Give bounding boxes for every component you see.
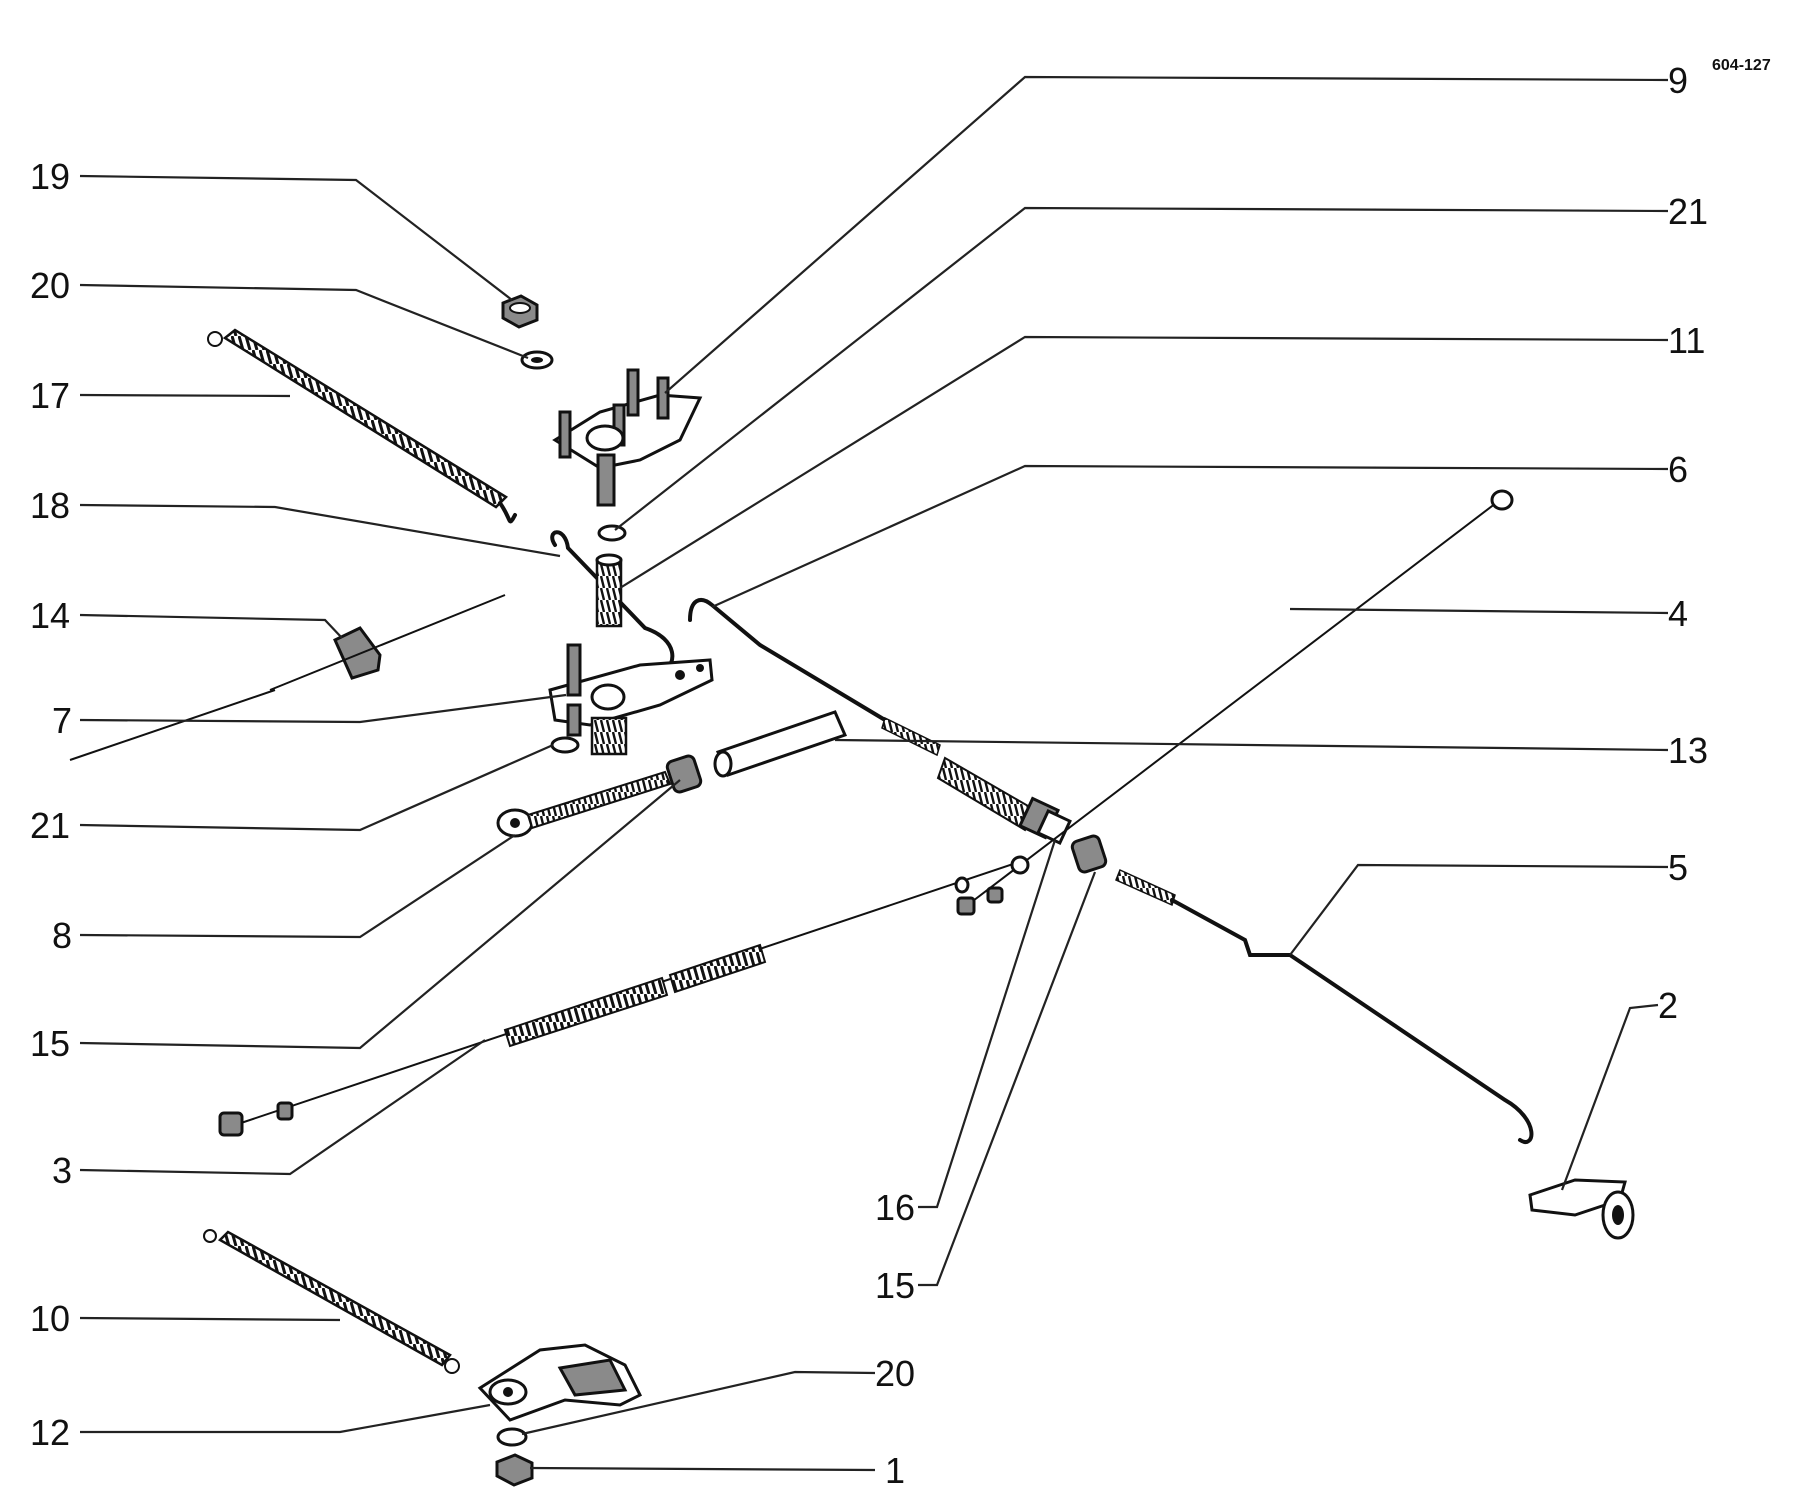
- leader-20-top: [79, 283, 529, 360]
- callout-6: 6: [1668, 449, 1688, 490]
- callout-5: 5: [1668, 847, 1688, 888]
- callout-15-left: 15: [30, 1023, 70, 1064]
- leader-14: [79, 613, 343, 639]
- callout-16: 16: [875, 1187, 915, 1228]
- part-nut-19: [501, 294, 539, 329]
- part-threaded-pin-11: [595, 553, 623, 628]
- callout-11: 11: [1668, 320, 1705, 361]
- callout-15-bottom: 15: [875, 1265, 915, 1306]
- leader-16: [918, 839, 1057, 1209]
- callout-2: 2: [1658, 985, 1678, 1026]
- leader-11: [619, 335, 1669, 589]
- leader-15-left: [79, 779, 681, 1050]
- leader-1: [529, 1466, 876, 1472]
- drawing-reference-code: 604-127: [1712, 57, 1771, 74]
- callout-14: 14: [30, 595, 70, 636]
- leader-5: [1289, 863, 1669, 956]
- callout-17: 17: [30, 375, 70, 416]
- part-rod-6: [688, 598, 1072, 845]
- leader-9: [664, 75, 1669, 394]
- part-cable-3: [218, 855, 1030, 1137]
- leader-21-left: [79, 743, 554, 832]
- callout-4: 4: [1668, 593, 1688, 634]
- leader-13: [834, 738, 1669, 752]
- callout-9: 9: [1668, 60, 1688, 101]
- callout-21-left: 21: [30, 805, 70, 846]
- part-washer-20-top: [520, 350, 554, 370]
- leader-6: [711, 464, 1669, 609]
- leader-21-top: [614, 206, 1669, 531]
- part-hook-rod-18: [550, 530, 675, 672]
- leader-19: [79, 174, 513, 301]
- callout-7: 7: [52, 700, 72, 741]
- leader-20-bottom: [521, 1370, 876, 1436]
- part-lever-bracket-7: [548, 643, 714, 756]
- leader-10: [79, 1316, 341, 1322]
- leader-4: [1289, 607, 1669, 615]
- callout-20-top: 20: [30, 265, 70, 306]
- part-spring-17: [207, 328, 517, 524]
- callout-21-top: 21: [1668, 191, 1708, 232]
- part-clamp-12: [477, 1343, 643, 1422]
- callout-10: 10: [30, 1298, 70, 1339]
- leader-18: [79, 503, 561, 558]
- part-cable-4: [956, 489, 1514, 916]
- callout-3: 3: [52, 1150, 72, 1191]
- callout-18: 18: [30, 485, 70, 526]
- part-bracket-2: [1528, 1178, 1635, 1240]
- part-ring-21-top: [597, 524, 627, 542]
- callout-20-bottom: 20: [875, 1353, 915, 1394]
- part-sleeve-15-right: [1070, 834, 1108, 874]
- callout-1: 1: [885, 1450, 905, 1491]
- part-ring-21-left: [550, 736, 580, 754]
- callout-12: 12: [30, 1412, 70, 1453]
- leader-7: [79, 693, 567, 724]
- leader-8: [79, 834, 516, 939]
- leader-17: [79, 393, 291, 398]
- leader-2: [1560, 1003, 1659, 1191]
- part-plate-9: [552, 368, 703, 507]
- callout-13: 13: [1668, 730, 1708, 771]
- callout-8: 8: [52, 915, 72, 956]
- leader-15-bottom: [918, 871, 1097, 1287]
- part-nut-1: [495, 1453, 534, 1487]
- leader-3: [79, 1039, 486, 1176]
- leader-12: [80, 1403, 491, 1434]
- part-spring-10: [203, 1229, 460, 1374]
- part-tube-13: [713, 710, 848, 778]
- part-rod-5: [1115, 868, 1534, 1144]
- part-eye-rod-8: [496, 770, 672, 838]
- part-washer-20-bottom: [496, 1427, 528, 1447]
- callout-19: 19: [30, 156, 70, 197]
- part-cable-clip-14: [69, 594, 506, 761]
